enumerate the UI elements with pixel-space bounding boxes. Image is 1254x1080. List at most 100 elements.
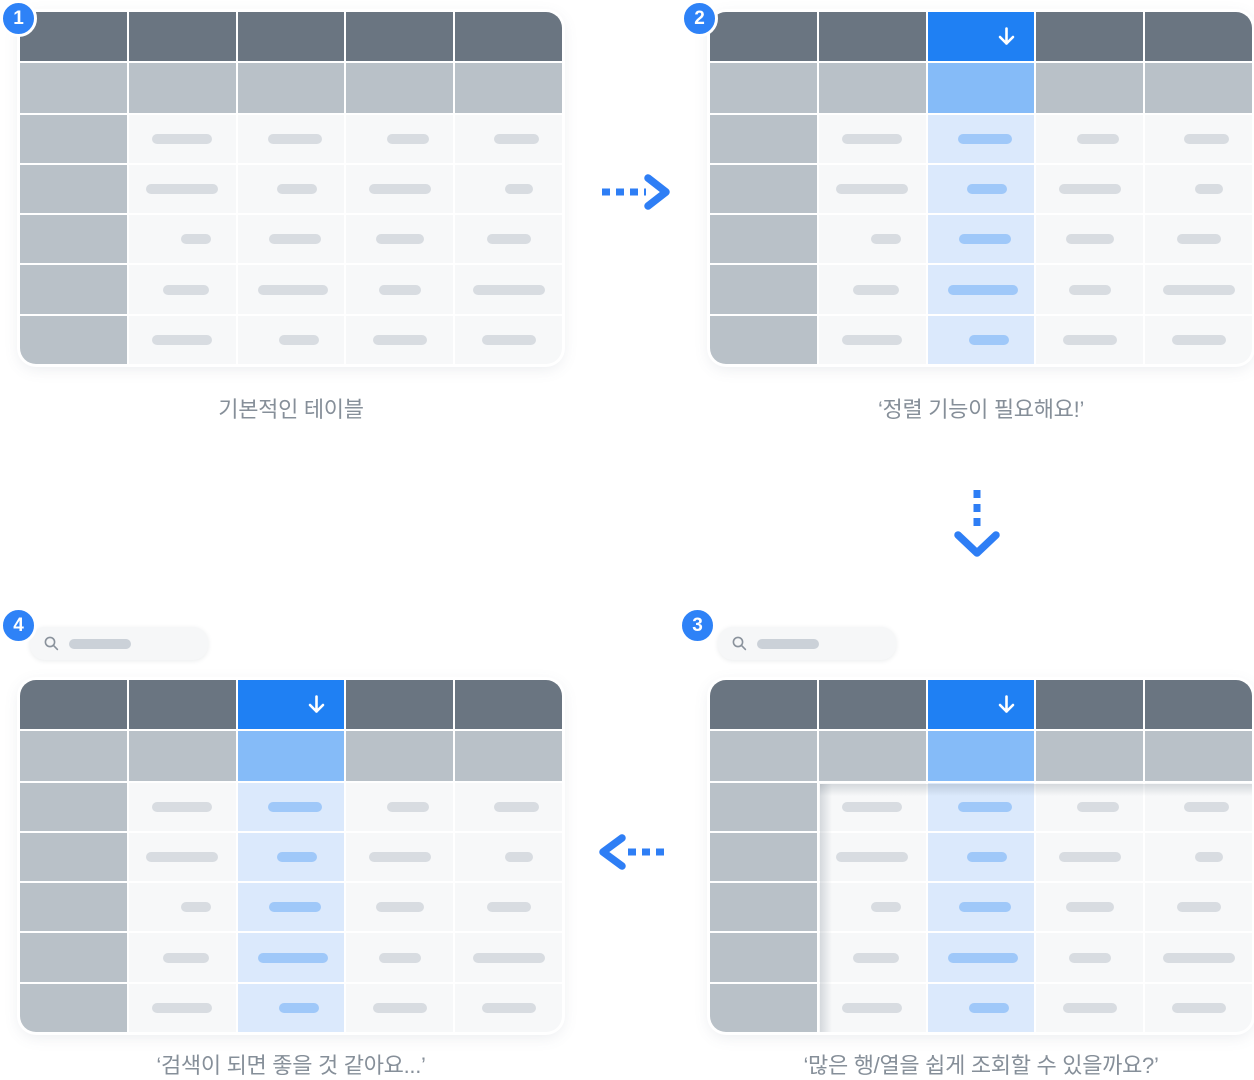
subheader-cell: [1036, 63, 1144, 113]
data-cell: [455, 883, 562, 932]
row-header-cell: [710, 832, 817, 882]
skeleton-pill: [842, 133, 903, 144]
data-cell: [927, 265, 1035, 314]
search-input[interactable]: [718, 627, 896, 660]
header-cell: [346, 12, 454, 62]
data-cell: [346, 164, 454, 214]
data-cell: [1145, 983, 1252, 1032]
skeleton-pill: [1058, 183, 1121, 194]
data-cell: [1036, 782, 1144, 831]
data-cell: [1145, 215, 1252, 264]
table-caption: ‘검색이 되면 좋을 것 같아요...’: [156, 1053, 426, 1078]
data-cell: [128, 265, 236, 314]
skeleton-pill: [386, 133, 429, 144]
data-cell: [455, 782, 562, 831]
skeleton-pill: [968, 334, 1009, 345]
skeleton-pill: [276, 183, 317, 194]
skeleton-pill: [152, 334, 213, 345]
data-cell: [237, 983, 345, 1032]
flow-arrow-left-icon: [599, 834, 666, 870]
search-input[interactable]: [30, 627, 208, 660]
data-cell: [1145, 315, 1252, 364]
data-cell: [1036, 215, 1144, 264]
skeleton-pill: [267, 801, 322, 812]
searchable-table: [20, 680, 562, 1032]
data-cell: [1145, 782, 1252, 831]
skeleton-pill: [481, 1002, 536, 1013]
data-cell: [455, 215, 562, 264]
skeleton-pill: [375, 902, 424, 913]
data-cell: [1145, 265, 1252, 314]
skeleton-pill: [181, 902, 212, 913]
row-header-cell: [710, 265, 817, 314]
data-cell: [128, 114, 236, 163]
data-cell: [1036, 983, 1144, 1032]
data-cell: [927, 114, 1035, 163]
sorted-column-header-cell[interactable]: [927, 680, 1035, 730]
skeleton-pill: [163, 284, 210, 295]
data-cell: [1145, 933, 1252, 982]
header-cell: [346, 680, 454, 730]
data-cell: [927, 832, 1035, 882]
subheader-cell: [818, 731, 926, 781]
table-caption: 기본적인 테이블: [218, 397, 364, 422]
skeleton-pill: [152, 1002, 213, 1013]
header-cell: [20, 12, 127, 62]
row-header-cell: [20, 933, 127, 982]
data-cell: [128, 315, 236, 364]
data-cell: [1036, 114, 1144, 163]
header-cell: [1145, 680, 1252, 730]
skeleton-pill: [836, 851, 909, 862]
header-cell: [1145, 12, 1252, 62]
data-cell: [1036, 933, 1144, 982]
skeleton-pill: [268, 234, 321, 245]
header-cell: [710, 680, 817, 730]
step-number-badge: 1: [0, 0, 37, 37]
data-cell: [237, 315, 345, 364]
step-number-badge: 2: [681, 0, 718, 37]
skeleton-pill: [278, 334, 319, 345]
skeleton-pill: [152, 133, 213, 144]
skeleton-pill: [1065, 902, 1114, 913]
row-header-cell: [20, 215, 127, 264]
sorted-column-header-cell[interactable]: [927, 12, 1035, 62]
table-caption: ‘많은 행/열을 쉽게 조회할 수 있을까요?’: [803, 1053, 1159, 1078]
subheader-cell: [710, 63, 817, 113]
skeleton-pill: [958, 234, 1011, 245]
skeleton-pill: [1058, 851, 1121, 862]
skeleton-pill: [957, 133, 1012, 144]
sorted-column-header-cell[interactable]: [237, 680, 345, 730]
subheader-cell: [346, 63, 454, 113]
row-header-cell: [710, 114, 817, 163]
skeleton-pill: [836, 183, 909, 194]
subheader-cell: [818, 63, 926, 113]
data-cell: [128, 782, 236, 831]
skeleton-pill: [372, 334, 427, 345]
data-cell: [927, 933, 1035, 982]
data-cell: [818, 114, 926, 163]
data-cell: [927, 983, 1035, 1032]
skeleton-pill: [472, 284, 545, 295]
data-cell: [818, 832, 926, 882]
data-cell: [1036, 315, 1144, 364]
skeleton-pill: [957, 801, 1012, 812]
data-cell: [1036, 265, 1144, 314]
header-cell: [455, 12, 562, 62]
step-number-badge: 3: [679, 607, 716, 644]
sort-arrow-icon: [309, 695, 325, 713]
sort-arrow-icon: [999, 27, 1015, 45]
skeleton-pill: [853, 284, 900, 295]
header-cell: [128, 680, 236, 730]
skeleton-pill: [1194, 851, 1223, 862]
subheader-cell: [1036, 731, 1144, 781]
skeleton-pill: [1176, 234, 1221, 245]
skeleton-pill: [966, 183, 1007, 194]
row-header-cell: [710, 933, 817, 982]
sorted-subheader-cell: [927, 63, 1035, 113]
skeleton-pill: [966, 851, 1007, 862]
skeleton-pill: [152, 801, 213, 812]
skeleton-pill: [947, 284, 1018, 295]
search-icon: [44, 636, 59, 651]
data-cell: [455, 164, 562, 214]
skeleton-pill: [163, 952, 210, 963]
